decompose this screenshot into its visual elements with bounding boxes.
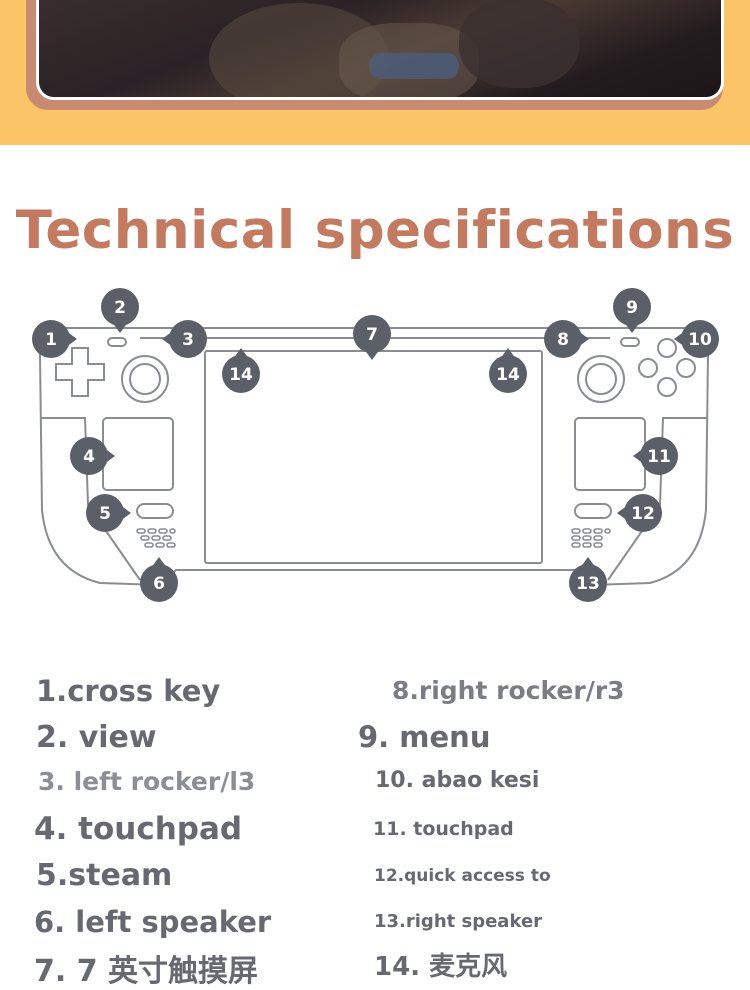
photo-shape <box>369 53 459 79</box>
left-touchpad-icon <box>102 417 174 491</box>
callout-number: 12 <box>631 504 655 524</box>
callout-number: 3 <box>182 330 194 350</box>
callout-marker-9: 9 <box>613 288 651 333</box>
callout-number: 2 <box>114 298 126 318</box>
legend-item-right: 10. abao kesi <box>375 768 540 793</box>
top-banner <box>0 0 750 145</box>
left-stick-icon <box>121 355 169 403</box>
page-title: Technical specifications <box>15 200 735 261</box>
legend-item-right: 9. menu <box>358 720 491 754</box>
legend-item-left: 7. 7 英寸触摸屏 <box>34 954 259 989</box>
callout-number: 11 <box>647 447 671 467</box>
legend-item-left: 2. view <box>36 720 157 755</box>
button-a-icon <box>657 377 677 397</box>
legend-item-left: 4. touchpad <box>34 811 243 847</box>
callout-marker-15: 14 <box>489 348 527 393</box>
banner-photo <box>36 0 724 100</box>
callout-marker-2: 2 <box>101 288 139 333</box>
right-speaker-icon <box>571 528 611 548</box>
callout-number: 5 <box>99 504 111 524</box>
right-stick-icon <box>577 355 625 403</box>
left-stick-inner-icon <box>129 363 161 395</box>
right-touchpad-icon <box>574 417 646 491</box>
button-y-icon <box>657 338 677 358</box>
callout-marker-11: 11 <box>633 437 678 475</box>
callout-marker-10: 10 <box>674 320 719 358</box>
callout-marker-4: 4 <box>70 437 115 475</box>
photo-shape <box>459 0 579 88</box>
callout-number: 13 <box>576 574 600 594</box>
legend-item-right: 8.right rocker/r3 <box>392 676 625 705</box>
callout-number: 1 <box>45 330 57 350</box>
quick-access-button-icon <box>574 503 612 519</box>
callout-number: 10 <box>688 330 712 350</box>
button-x-icon <box>638 358 658 378</box>
legend-item-left: 6. left speaker <box>34 905 272 939</box>
view-button-icon <box>107 337 127 347</box>
callout-marker-13: 13 <box>569 557 607 602</box>
callout-number: 4 <box>83 447 95 467</box>
callout-marker-8: 8 <box>544 320 589 358</box>
dpad-icon <box>55 347 105 397</box>
legend-item-right: 12.quick access to <box>374 866 551 886</box>
legend-item-right: 13.right speaker <box>374 911 543 932</box>
callout-number: 9 <box>626 298 638 318</box>
callout-number: 14 <box>496 365 520 385</box>
legend-item-left: 5.steam <box>36 858 173 893</box>
callout-marker-5: 5 <box>86 494 131 532</box>
steam-button-icon <box>136 503 174 519</box>
menu-button-icon <box>620 337 640 347</box>
callout-number: 14 <box>229 365 253 385</box>
button-b-icon <box>676 358 696 378</box>
callout-number: 7 <box>366 325 378 345</box>
callout-marker-6: 6 <box>140 557 178 602</box>
legend-item-left: 1.cross key <box>36 674 221 708</box>
callout-marker-3: 3 <box>162 320 207 358</box>
callout-number: 6 <box>153 574 165 594</box>
callout-number: 8 <box>557 330 569 350</box>
legend-item-right: 11. touchpad <box>373 818 514 840</box>
right-stick-inner-icon <box>585 363 617 395</box>
callout-marker-12: 12 <box>617 494 662 532</box>
left-speaker-icon <box>136 528 176 548</box>
legend-item-left: 3. left rocker/l3 <box>38 767 256 796</box>
callout-marker-14: 14 <box>222 348 260 393</box>
callout-marker-1: 1 <box>32 320 77 358</box>
callout-marker-7: 7 <box>353 315 391 360</box>
legend-item-right: 14. 麦克风 <box>374 952 508 982</box>
